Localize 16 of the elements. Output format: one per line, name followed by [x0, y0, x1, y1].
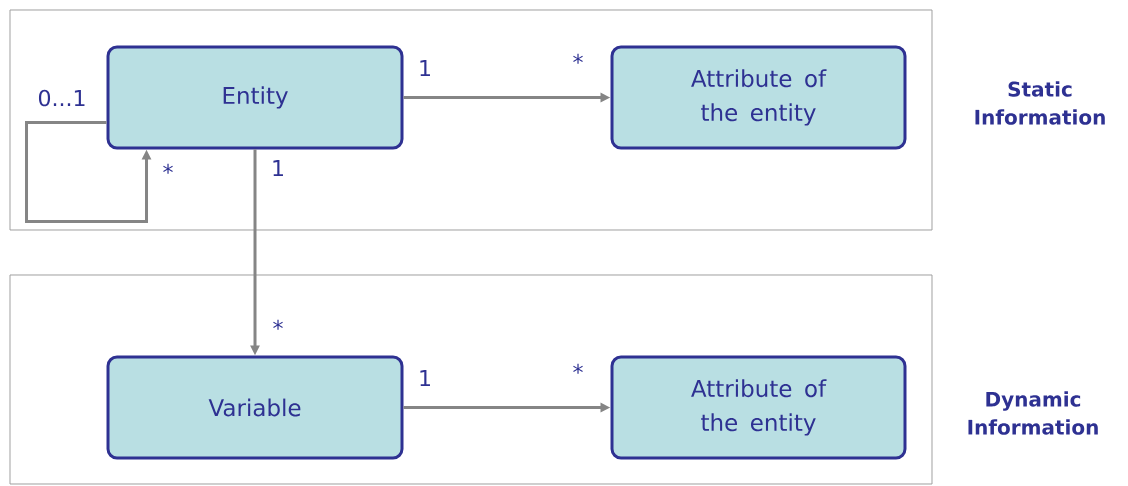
multiplicity-label: * — [163, 163, 173, 174]
multiplicity-label: * — [573, 53, 583, 64]
class-box: Attribute of the entity — [610, 45, 907, 150]
section-panel — [9, 274, 933, 485]
multiplicity-label: 1 — [420, 369, 430, 386]
class-box: Attribute of the entity — [610, 355, 907, 460]
multiplicity-label: * — [273, 319, 283, 330]
section-label: Dynamic Information — [968, 391, 1098, 435]
section-panel — [9, 9, 933, 231]
multiplicity-label: 1 — [273, 159, 283, 176]
class-box: Variable — [106, 355, 404, 460]
multiplicity-label: * — [573, 363, 583, 374]
multiplicity-label: 1 — [420, 59, 430, 76]
multiplicity-label: 0...1 — [38, 89, 85, 107]
class-box: Entity — [106, 45, 404, 150]
section-label: Static Information — [975, 81, 1105, 125]
